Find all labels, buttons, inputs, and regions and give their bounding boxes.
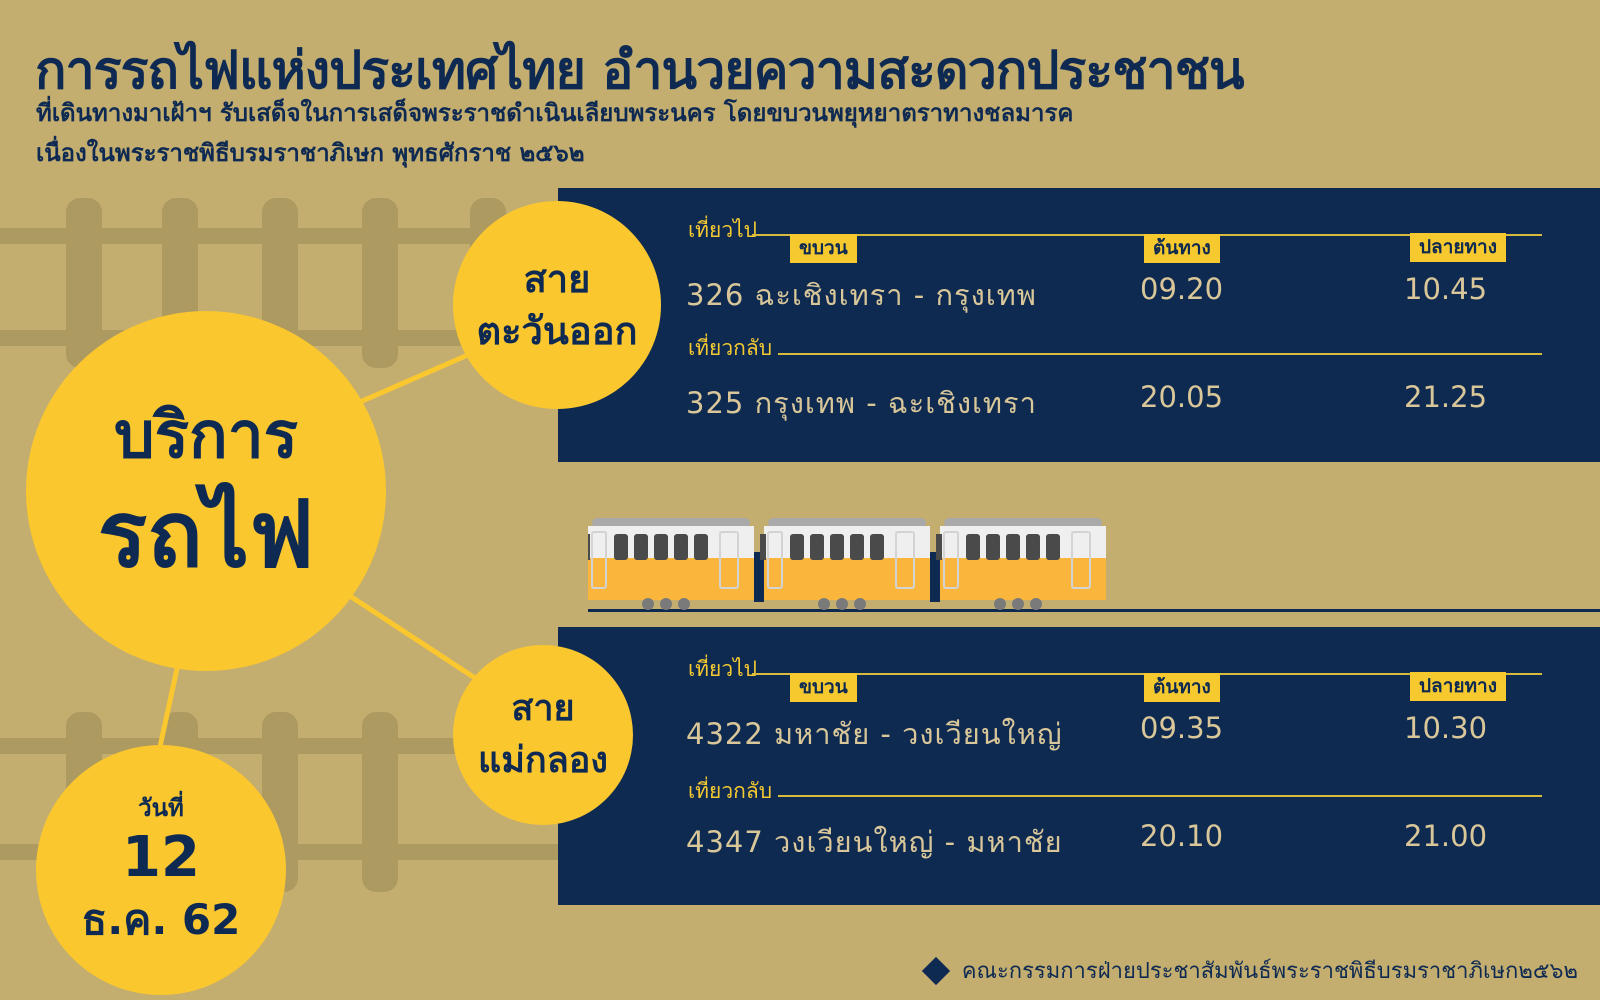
date-day: 12	[122, 825, 200, 890]
east-origin-col-tag: ต้นทาง	[1144, 234, 1220, 263]
maeklong-line-badge: สาย แม่กลอง	[453, 645, 633, 825]
train-service-badge: บริการ รถไฟ	[26, 311, 386, 671]
east-outbound-arrive: 10.45	[1404, 272, 1488, 306]
maeklong-return-divider	[778, 795, 1542, 797]
maeklong-badge-line1: สาย	[511, 688, 575, 729]
service-badge-line2: รถไฟ	[97, 481, 315, 588]
page-subtitle: ที่เดินทางมาเฝ้าฯ รับเสด็จในการเสด็จพระร…	[36, 93, 1073, 173]
east-outbound-route: 326 ฉะเชิงเทรา - กรุงเทพ	[686, 278, 1037, 312]
badge-connectors	[155, 351, 481, 759]
maeklong-line-schedule-panel: เที่ยวไป ขบวน ต้นทาง ปลายทาง 4322 มหาชัย…	[558, 627, 1600, 905]
page-title: การรถไฟแห่งประเทศไทย อำนวยความสะดวกประชา…	[35, 41, 1245, 101]
east-dest-col-tag: ปลายทาง	[1410, 233, 1506, 262]
east-return-label: เที่ยวกลับ	[688, 336, 773, 360]
maeklong-outbound-depart: 09.35	[1140, 711, 1224, 745]
maeklong-origin-col-tag: ต้นทาง	[1144, 673, 1220, 702]
east-return-depart: 20.05	[1140, 380, 1224, 414]
east-train-col-tag: ขบวน	[790, 234, 857, 263]
footer-credit-text: คณะกรรมการฝ่ายประชาสัมพันธ์พระราชพิธีบรม…	[961, 959, 1578, 984]
maeklong-outbound-arrive: 10.30	[1404, 711, 1488, 745]
east-outbound-label: เที่ยวไป	[688, 218, 758, 242]
maeklong-outbound-route: 4322 มหาชัย - วงเวียนใหญ่	[686, 717, 1063, 751]
maeklong-train-col-tag: ขบวน	[790, 673, 857, 702]
date-badge: วันที่ 12 ธ.ค. 62	[36, 745, 286, 995]
footer-credit: คณะกรรมการฝ่ายประชาสัมพันธ์พระราชพิธีบรม…	[921, 953, 1578, 988]
east-return-route: 325 กรุงเทพ - ฉะเชิงเทรา	[686, 386, 1037, 420]
east-return-divider	[778, 353, 1542, 355]
east-badge-line1: สาย	[523, 257, 591, 301]
maeklong-badge-line2: แม่กลอง	[478, 740, 608, 781]
maeklong-return-depart: 20.10	[1140, 819, 1224, 853]
service-badge-line1: บริการ	[113, 399, 299, 473]
subtitle-line-1: ที่เดินทางมาเฝ้าฯ รับเสด็จในการเสด็จพระร…	[36, 99, 1074, 127]
east-line-schedule-panel: เที่ยวไป ขบวน ต้นทาง ปลายทาง 326 ฉะเชิงเ…	[558, 188, 1600, 462]
maeklong-return-label: เที่ยวกลับ	[688, 779, 773, 803]
east-outbound-depart: 09.20	[1140, 272, 1224, 306]
date-month-year: ธ.ค. 62	[81, 895, 241, 944]
east-return-arrive: 21.25	[1404, 380, 1488, 414]
maeklong-return-route: 4347 วงเวียนใหญ่ - มหาชัย	[686, 825, 1063, 859]
maeklong-dest-col-tag: ปลายทาง	[1410, 672, 1506, 701]
east-badge-line2: ตะวันออก	[476, 309, 638, 353]
diamond-bullet-icon	[921, 956, 950, 985]
maeklong-outbound-label: เที่ยวไป	[688, 657, 758, 681]
maeklong-return-arrive: 21.00	[1404, 819, 1488, 853]
east-line-badge: สาย ตะวันออก	[453, 201, 661, 409]
date-label: วันที่	[138, 794, 184, 822]
train-icon	[588, 517, 1600, 612]
subtitle-line-2: เนื่องในพระราชพิธีบรมราชาภิเษก พุทธศักรา…	[36, 139, 585, 167]
